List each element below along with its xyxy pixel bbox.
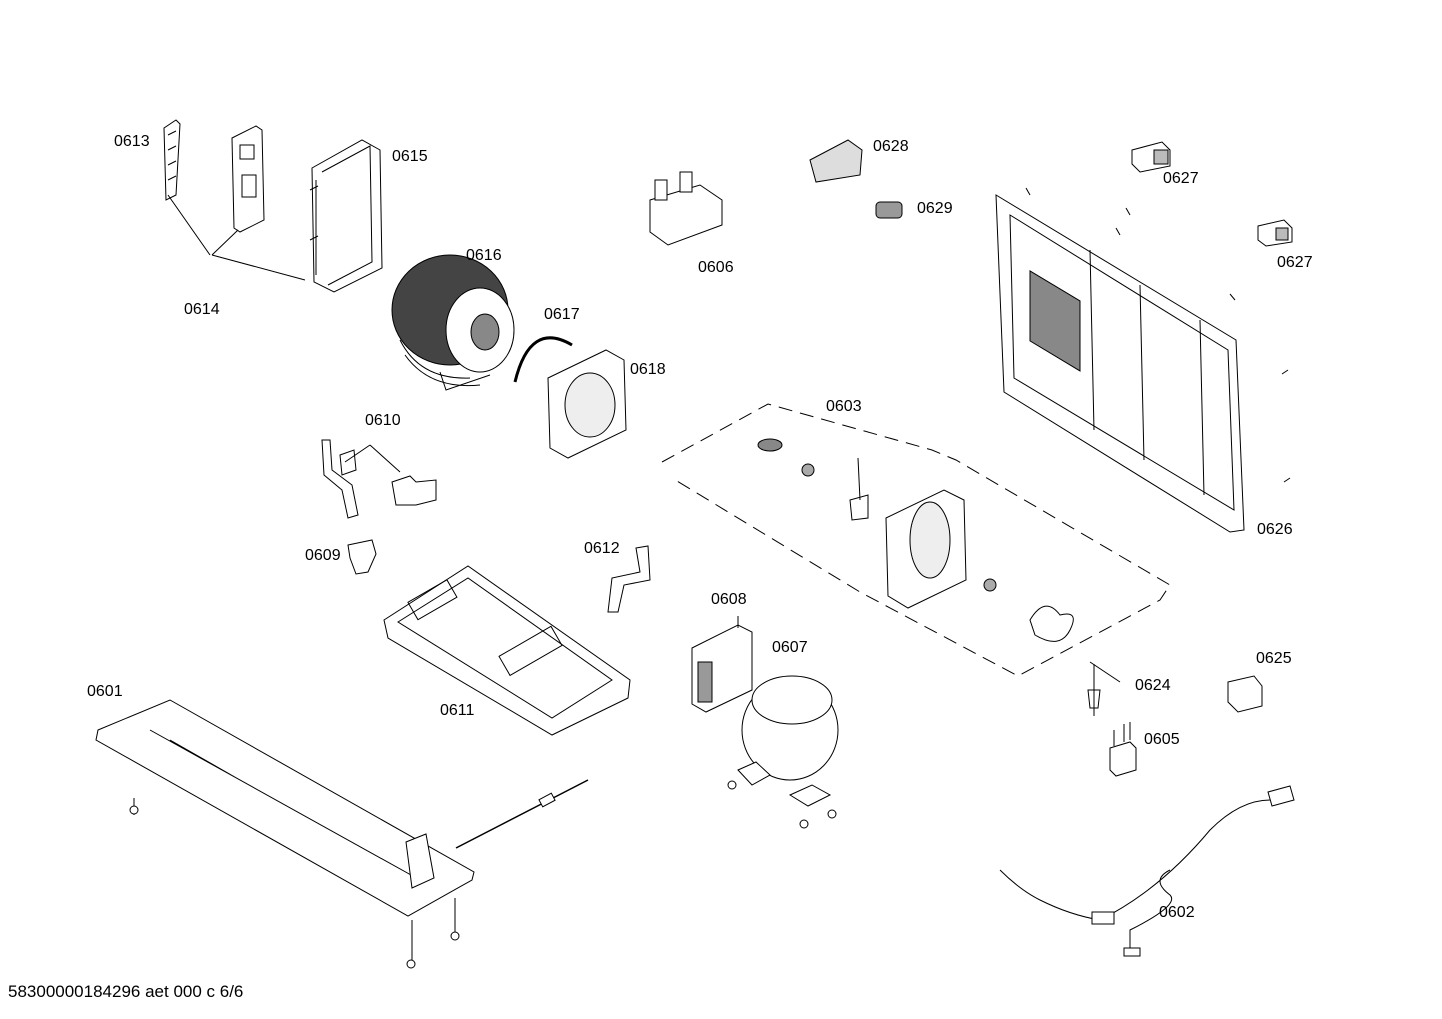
label-0628: 0628 bbox=[873, 138, 909, 155]
part-0603-drawing bbox=[662, 404, 1170, 676]
document-footer-id: 58300000184296 aet 000 c 6/6 bbox=[8, 982, 244, 1001]
label-0626: 0626 bbox=[1257, 521, 1293, 538]
part-0618-drawing bbox=[548, 350, 626, 458]
label-0616: 0616 bbox=[466, 247, 502, 264]
part-0624-drawing bbox=[1088, 662, 1120, 716]
part-0608-drawing bbox=[692, 616, 752, 712]
label-0612: 0612 bbox=[584, 540, 620, 557]
label-0615: 0615 bbox=[392, 148, 428, 165]
part-0614-drawing bbox=[168, 126, 305, 280]
part-0612-drawing bbox=[608, 546, 650, 612]
label-0603: 0603 bbox=[826, 398, 862, 415]
part-0615-drawing bbox=[310, 140, 382, 292]
part-0609-drawing bbox=[348, 540, 376, 574]
part-0628-drawing bbox=[810, 140, 862, 182]
part-0616-drawing bbox=[392, 255, 514, 390]
part-0617-drawing bbox=[515, 338, 572, 382]
label-0607: 0607 bbox=[772, 639, 808, 656]
part-0626-drawing bbox=[996, 188, 1290, 532]
label-0609: 0609 bbox=[305, 547, 341, 564]
label-0611: 0611 bbox=[440, 702, 475, 719]
label-0618: 0618 bbox=[630, 361, 666, 378]
part-0611-drawing bbox=[384, 566, 630, 735]
label-0624: 0624 bbox=[1135, 677, 1171, 694]
part-0606-drawing bbox=[650, 172, 722, 245]
part-0607-drawing bbox=[728, 676, 838, 828]
label-0610: 0610 bbox=[365, 412, 401, 429]
part-0605-drawing bbox=[1110, 722, 1136, 776]
label-0608: 0608 bbox=[711, 591, 747, 608]
label-0602: 0602 bbox=[1159, 904, 1195, 921]
label-0605: 0605 bbox=[1144, 731, 1180, 748]
label-0625: 0625 bbox=[1256, 650, 1292, 667]
label-0629: 0629 bbox=[917, 200, 953, 217]
part-0629-drawing bbox=[876, 202, 902, 218]
part-0613-drawing bbox=[164, 120, 180, 200]
label-0606: 0606 bbox=[698, 259, 734, 276]
label-0614: 0614 bbox=[184, 301, 220, 318]
label-0627-right: 0627 bbox=[1277, 254, 1313, 271]
part-0627-drawing bbox=[1132, 142, 1292, 246]
part-0601-drawing bbox=[96, 700, 588, 968]
label-0613: 0613 bbox=[114, 133, 150, 150]
label-0627-top: 0627 bbox=[1163, 170, 1199, 187]
label-0601: 0601 bbox=[87, 683, 123, 700]
part-0610-drawing bbox=[322, 440, 436, 518]
label-0617: 0617 bbox=[544, 306, 580, 323]
part-0625-drawing bbox=[1228, 676, 1262, 712]
part-0602-drawing bbox=[1000, 786, 1294, 956]
